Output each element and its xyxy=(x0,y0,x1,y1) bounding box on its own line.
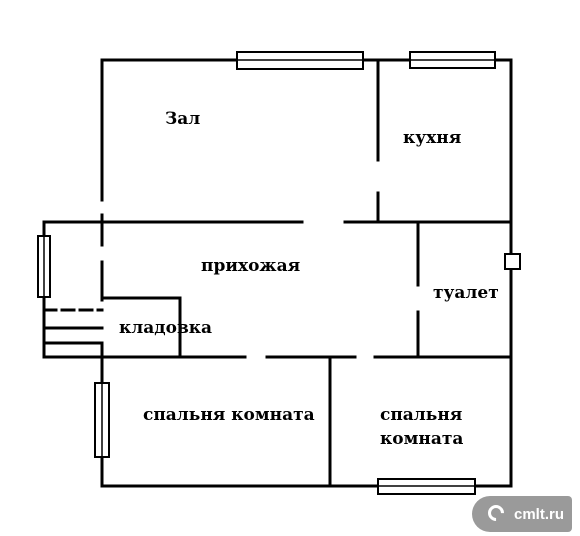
label-hall: Зал xyxy=(165,109,200,129)
label-bedroom-left: спальня комната xyxy=(143,405,315,425)
label-pantry: кладовка xyxy=(119,318,212,338)
interior-walls xyxy=(100,58,513,488)
watermark-badge: cmlt.ru xyxy=(472,496,572,532)
label-toilet: туалет xyxy=(433,283,499,303)
label-hallway: прихожая xyxy=(201,256,300,276)
window-bedroom-bottom xyxy=(377,478,476,495)
cmlt-logo-icon xyxy=(486,503,508,525)
label-bedroom-right-line2: комната xyxy=(380,429,463,449)
window-porch-left xyxy=(37,235,51,298)
label-kitchen: кухня xyxy=(403,128,461,148)
window-hall-top xyxy=(236,51,364,70)
watermark-text: cmlt.ru xyxy=(514,505,565,523)
porch-steps xyxy=(42,220,104,359)
window-bedroom-left xyxy=(94,382,110,458)
window-kitchen-top xyxy=(409,51,496,69)
vent-toilet xyxy=(504,253,521,270)
label-bedroom-right-line1: спальня xyxy=(380,405,462,425)
outer-walls xyxy=(100,58,513,488)
